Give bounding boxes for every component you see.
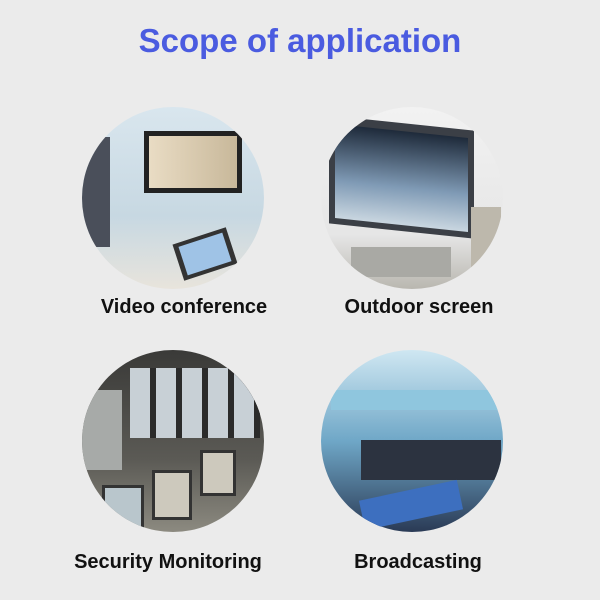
page-title: Scope of application (138, 22, 462, 59)
video-conference-image (82, 107, 264, 289)
outdoor-screen-image (321, 107, 503, 289)
video-conference-label: Video conference (100, 296, 268, 318)
security-monitoring-image (82, 350, 264, 532)
broadcasting-label: Broadcasting (354, 551, 482, 573)
security-monitoring-label: Security Monitoring (74, 551, 262, 573)
outdoor-screen-label: Outdoor screen (344, 296, 494, 318)
broadcasting-image (321, 350, 503, 532)
